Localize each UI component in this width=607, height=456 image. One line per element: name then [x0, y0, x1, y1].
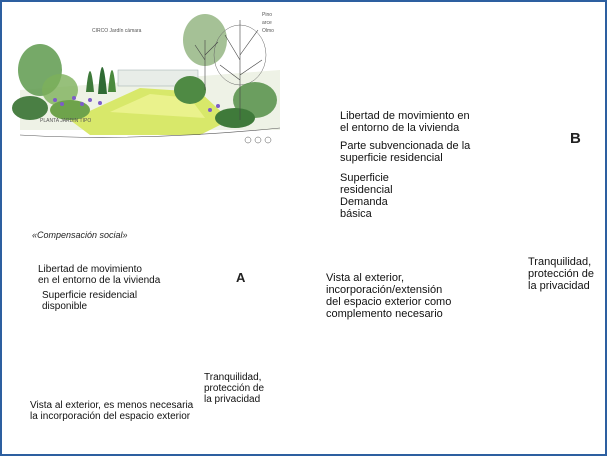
diagram-b-label-surface: Superficie residencial Demanda básica: [340, 172, 393, 220]
diagram-b-label-subsidized: Parte subvencionada de la superficie res…: [340, 140, 471, 164]
sketch-caption-top: CIRCO Jardín cámara: [92, 28, 142, 34]
sketch-caption-right-1: Pino: [262, 12, 273, 18]
diagram-b-label-movement: Libertad de movimiento en el entorno de …: [340, 110, 470, 134]
sketch-caption-right-2: arce: [262, 20, 272, 26]
garden-sketch: [12, 6, 294, 146]
diagram-a-label-view: Vista al exterior, es menos necesaria la…: [30, 400, 194, 422]
diagram-a-label-surface: Superficie residencial disponible: [42, 290, 138, 312]
diagram-a-label-movement: Libertad de movimiento en el entorno de …: [38, 264, 161, 286]
diagram-a-letter: A: [236, 270, 246, 285]
diagram-b-label-view: Vista al exterior, incorporación/extensi…: [326, 272, 452, 320]
diagram-b-label-privacy: Tranquilidad, protección de la privacida…: [528, 256, 595, 292]
sketch-caption-right-3: Olmo: [262, 28, 274, 34]
diagram-b-letter: B: [570, 130, 581, 147]
sketch-caption-bottom: PLANTA JARDIN TIPO: [40, 118, 92, 124]
diagram-a-label-privacy: Tranquilidad, protección de la privacida…: [204, 372, 265, 405]
section-title: «Compensación social»: [32, 230, 128, 240]
